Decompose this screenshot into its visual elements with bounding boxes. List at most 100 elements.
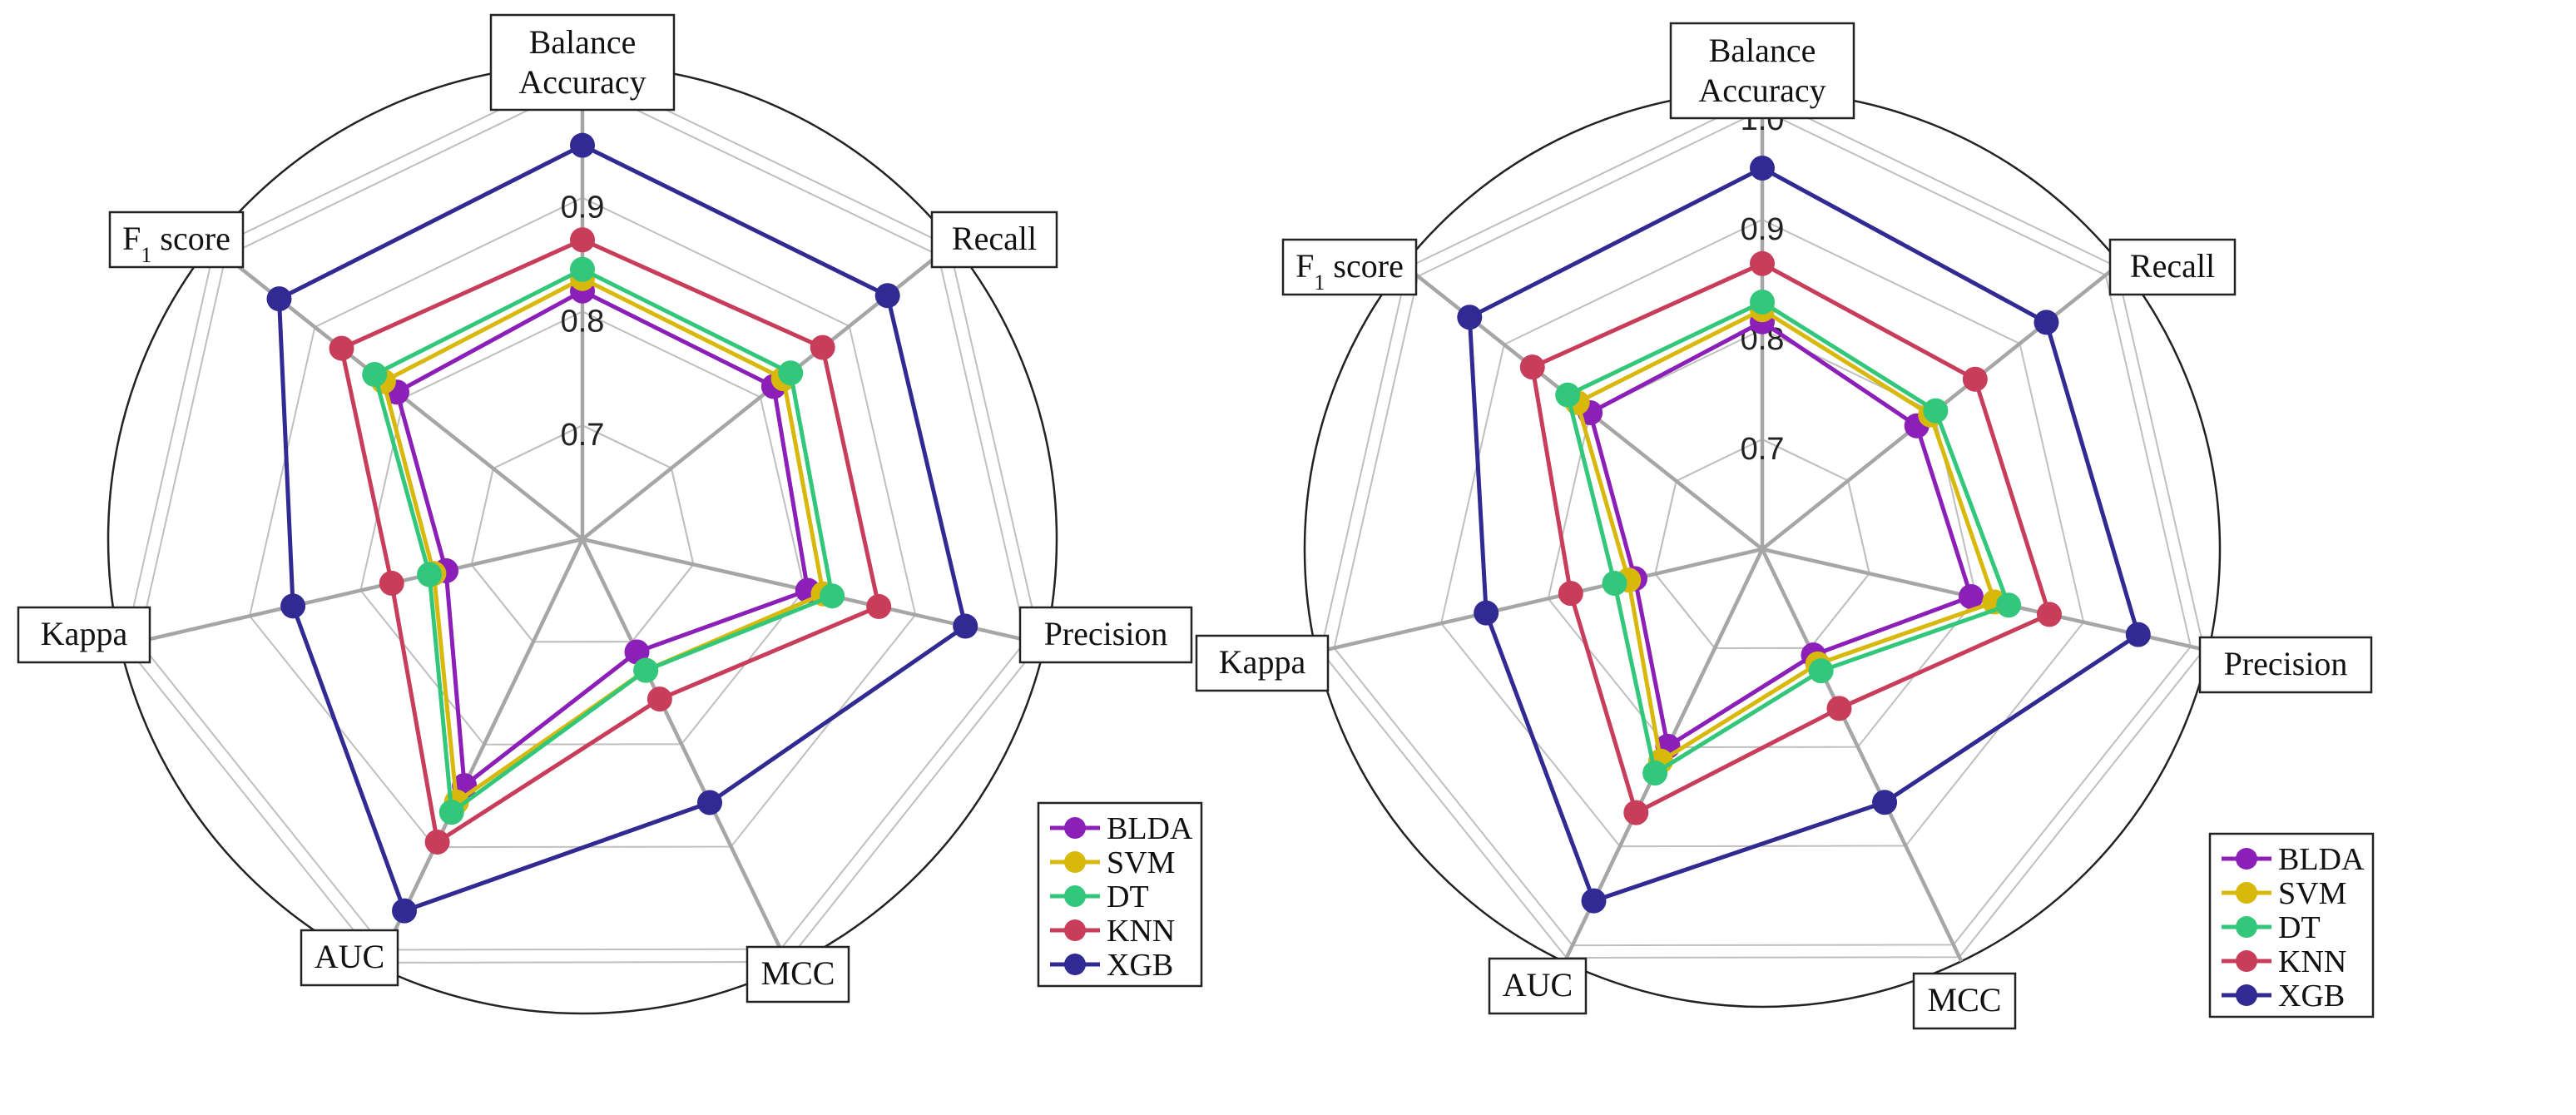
data-point-dt-kappa [417, 562, 443, 587]
spoke-mcc [1760, 548, 1964, 963]
radar-panel-2: 0.70.80.91.0BalanceAccuracyRecallPrecisi… [1195, 22, 2375, 1030]
data-point-dt-mcc [1808, 658, 1834, 684]
legend-swatch-marker [1064, 919, 1086, 941]
data-point-xgb-balance-accuracy [570, 132, 595, 158]
data-point-knn-recall [810, 334, 835, 360]
series-line-svm [381, 276, 825, 805]
legend-label: DT [2278, 910, 2321, 945]
legend-item-svm: SVM [1050, 845, 1175, 880]
data-point-dt-kappa [1602, 570, 1627, 596]
legend-item-knn: KNN [2222, 944, 2346, 979]
legend-swatch-marker [2236, 916, 2257, 938]
axis-label-precision: Precision [2198, 636, 2373, 694]
axis-label-box [300, 929, 399, 987]
axis-label-mcc: MCC [1912, 972, 2017, 1030]
data-point-knn-f1-score [329, 335, 354, 361]
grid-ring [1654, 438, 1870, 650]
axis-label-text: Recall [952, 220, 1037, 257]
axis-label-text: F1 score [1295, 247, 1404, 295]
legend-label: KNN [1107, 914, 1175, 949]
data-point-dt-precision [820, 583, 845, 609]
axis-label-text: Balance [1709, 32, 1816, 69]
data-point-knn-auc [1623, 800, 1649, 825]
axis-label-box [2198, 636, 2373, 694]
axis-label-text: Recall [2130, 247, 2215, 285]
data-point-knn-mcc [646, 686, 672, 712]
series-line-svm [1575, 307, 1997, 764]
data-point-xgb-precision [953, 613, 978, 639]
data-point-dt-precision [1996, 592, 2022, 618]
data-point-xgb-recall [874, 283, 900, 309]
radar-panel-1: 0.70.80.91.0BalanceAccuracyRecallPrecisi… [17, 13, 1203, 1015]
data-point-blda-mcc [624, 639, 650, 665]
tick-label: 0.7 [1741, 432, 1785, 467]
grid-ring [1333, 108, 2192, 947]
legend-label: BLDA [1107, 811, 1193, 846]
data-point-xgb-kappa [1474, 600, 1499, 626]
series-line-blda [1588, 320, 1974, 749]
axis-label-text: Accuracy [1698, 72, 1825, 109]
data-point-dt-auc [1642, 761, 1668, 786]
data-point-knn-f1-score [1519, 354, 1545, 380]
data-point-dt-f1-score [362, 362, 388, 388]
legend-swatch-marker [2236, 950, 2257, 972]
axis-label-auc: AUC [300, 929, 399, 987]
series-knn [329, 227, 892, 855]
data-point-dt-balance-accuracy [570, 256, 595, 282]
axis-label-box [108, 211, 245, 269]
legend-swatch-marker [1064, 851, 1086, 873]
axis-label-text: AUC [1503, 966, 1573, 1004]
legend-item-dt: DT [2222, 910, 2321, 945]
series-line-knn [339, 237, 881, 845]
axis-label-text: MCC [761, 954, 835, 992]
axis-label-text: Precision [1044, 615, 1168, 652]
legend-item-blda: BLDA [2222, 842, 2365, 877]
axis-label-box [1669, 22, 1855, 120]
grid-ring [470, 424, 695, 643]
data-point-xgb-balance-accuracy [1750, 155, 1775, 181]
axis-label-box [2108, 238, 2237, 296]
axis-label-box [1018, 606, 1193, 664]
series-line-dt [1565, 300, 2011, 776]
tick-label: 0.9 [1741, 212, 1785, 247]
data-point-xgb-auc [392, 898, 418, 924]
axis-label-text: Accuracy [518, 63, 646, 101]
axis-label-text: Precision [2224, 645, 2348, 682]
grid-ring [137, 82, 1028, 951]
data-point-knn-auc [424, 829, 450, 855]
data-point-dt-recall [778, 360, 804, 386]
data-point-blda-precision [1959, 584, 1984, 610]
grid-ring [1440, 218, 2085, 848]
legend-label: SVM [1107, 845, 1175, 880]
axis-label-box [489, 13, 676, 112]
axis-label-box [1488, 957, 1588, 1015]
series-svm [370, 265, 836, 815]
data-point-knn-recall [1962, 366, 1988, 392]
legend-swatch-marker [2236, 848, 2257, 870]
data-point-knn-precision [2036, 602, 2062, 627]
legend-item-xgb: XGB [1050, 948, 1173, 983]
grid-ring-outer [124, 68, 1042, 964]
data-point-xgb-auc [1581, 888, 1607, 914]
data-point-xgb-mcc [1872, 790, 1898, 815]
data-point-dt-balance-accuracy [1750, 290, 1775, 315]
axis-label-text: AUC [315, 938, 384, 975]
axis-label-box [17, 606, 151, 664]
axis-label-text: F1 score [122, 220, 230, 267]
axis-label-kappa: Kappa [17, 606, 151, 664]
legend-swatch-marker [1064, 885, 1086, 907]
axis-label-text: Kappa [1219, 643, 1306, 681]
legend-item-xgb: XGB [2222, 979, 2345, 1013]
spoke-kappa [1315, 547, 1763, 654]
axis-label-box [930, 211, 1058, 269]
legend-swatch-marker [1064, 817, 1086, 839]
axis-label-box [1912, 972, 2017, 1030]
series-knn [1519, 250, 2062, 825]
spoke-mcc [580, 538, 791, 968]
legend-label: BLDA [2278, 842, 2365, 877]
axis-label-f1-score: F1 score [1281, 238, 1418, 296]
legend-label: KNN [2278, 944, 2346, 979]
data-point-knn-kappa [379, 570, 404, 596]
